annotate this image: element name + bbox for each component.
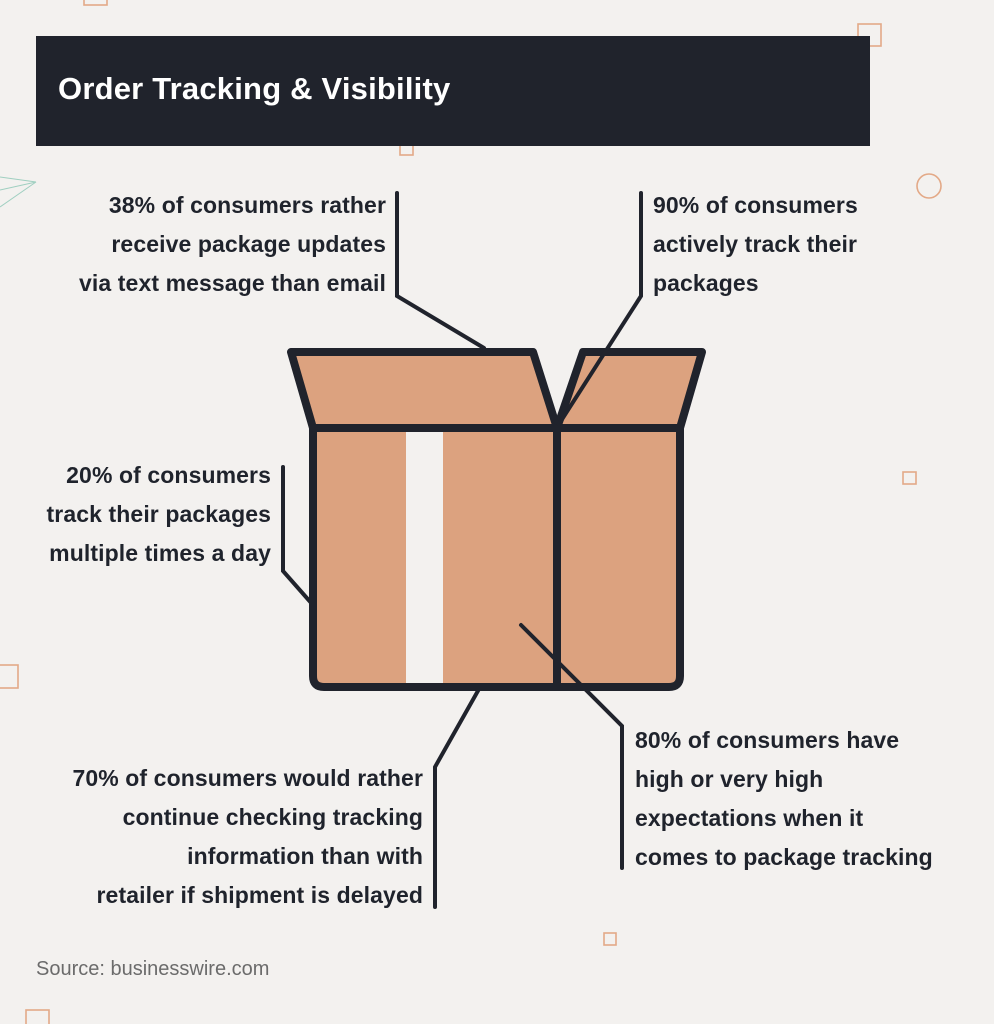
stat-line: continue checking tracking (122, 804, 423, 830)
stat-line: comes to package tracking (635, 844, 933, 870)
stat-line: 20% of consumers (66, 462, 271, 488)
decor-circle-icon (916, 173, 942, 199)
decor-square-icon (603, 932, 617, 946)
decor-square-icon (83, 0, 108, 6)
stat-line: expectations when it (635, 805, 864, 831)
leader-lines (281, 191, 643, 909)
leader-line-20 (281, 465, 315, 607)
stat-line: information than with (187, 843, 423, 869)
leader-line-38 (395, 191, 486, 350)
open-cardboard-box-icon (287, 348, 706, 691)
stat-multiple-daily: 20% of consumers track their packages mu… (47, 456, 271, 573)
stat-delayed-shipment: 70% of consumers would rather continue c… (72, 759, 423, 915)
decor-paper-plane-icon (0, 176, 37, 208)
leader-line-80 (519, 623, 624, 870)
stat-high-expectations: 80% of consumers have high or very high … (635, 721, 933, 877)
stat-line: via text message than email (79, 270, 386, 296)
stat-line: track their packages (46, 501, 271, 527)
stat-line: 38% of consumers rather (108, 192, 386, 218)
stat-line: packages (653, 270, 759, 296)
leader-line-90 (557, 191, 643, 426)
decor-square-icon (25, 1009, 50, 1024)
leader-line-70 (433, 687, 481, 909)
stat-line: 70% of consumers would rather (72, 765, 423, 791)
stat-line: receive package updates (111, 231, 386, 257)
stat-line: multiple times a day (49, 540, 271, 566)
title-banner: Order Tracking & Visibility (36, 36, 870, 146)
page-title: Order Tracking & Visibility (58, 71, 451, 106)
stat-line: retailer if shipment is delayed (96, 882, 423, 908)
stat-line: 80% of consumers have (635, 727, 900, 753)
decor-square-icon (0, 664, 19, 689)
source-credit: Source: businesswire.com (36, 958, 270, 980)
stat-active-tracking: 90% of consumers actively track their pa… (653, 186, 858, 303)
decor-square-icon (902, 471, 917, 485)
stat-line: actively track their (653, 231, 858, 257)
stat-line: high or very high (635, 766, 824, 792)
decorative-shapes (0, 0, 942, 1024)
stat-text-updates: 38% of consumers rather receive package … (79, 186, 386, 303)
stat-line: 90% of consumers (653, 192, 858, 218)
